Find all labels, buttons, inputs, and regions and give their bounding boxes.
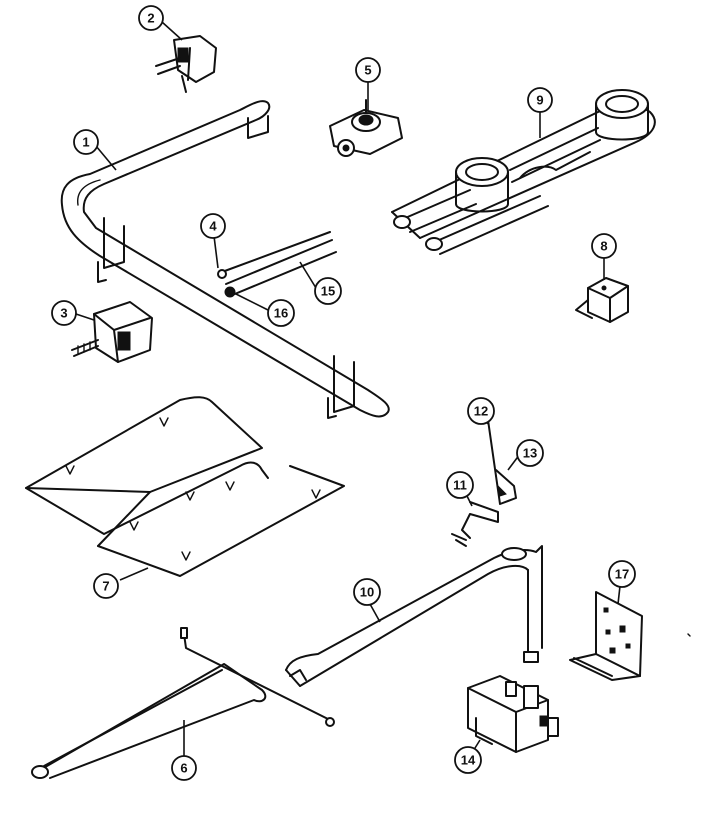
callout-label: 3: [60, 306, 67, 321]
part-13-clip[interactable]: [495, 469, 517, 505]
callout-1[interactable]: 1: [73, 129, 99, 155]
callout-label: 16: [274, 306, 288, 321]
callout-17[interactable]: 17: [608, 560, 636, 588]
part-7-shield[interactable]: [25, 396, 345, 577]
callout-label: 4: [209, 219, 217, 234]
part-3-control-valve[interactable]: [71, 301, 153, 363]
part-11-bracket[interactable]: [451, 501, 499, 547]
callout-label: 2: [147, 11, 154, 26]
callout-label: 1: [82, 135, 89, 150]
callout-label: 15: [321, 284, 335, 299]
part-9-burner-assembly[interactable]: [391, 89, 656, 255]
callout-label: 9: [536, 93, 543, 108]
callout-5[interactable]: 5: [355, 57, 381, 83]
part-2-valve[interactable]: [155, 35, 217, 93]
callout-4[interactable]: 4: [200, 213, 226, 239]
callout-label: 5: [364, 63, 371, 78]
part-14-safety-valve[interactable]: [467, 675, 559, 753]
part-16-fitting[interactable]: [224, 286, 236, 298]
part-15-tube[interactable]: [221, 231, 337, 297]
part-4-fitting[interactable]: [217, 269, 227, 279]
callout-label: 6: [180, 761, 187, 776]
part-6-thermocouple[interactable]: [31, 627, 335, 779]
part-1-manifold-pipe[interactable]: [60, 100, 390, 419]
callout-8[interactable]: 8: [591, 233, 617, 259]
callout-label: 13: [523, 446, 537, 461]
part-10-burner-tube[interactable]: [285, 545, 543, 687]
callout-13[interactable]: 13: [516, 439, 544, 467]
callout-label: 14: [461, 753, 476, 768]
callout-15[interactable]: 15: [314, 277, 342, 305]
callout-10[interactable]: 10: [353, 578, 381, 606]
part-12-igniter-lead[interactable]: [487, 419, 497, 477]
callout-7[interactable]: 7: [93, 573, 119, 599]
part-17-plate[interactable]: [569, 591, 691, 681]
callout-12[interactable]: 12: [467, 397, 495, 425]
callout-label: 11: [453, 478, 467, 493]
callout-label: 17: [615, 567, 629, 582]
callout-9[interactable]: 9: [527, 87, 553, 113]
callout-3[interactable]: 3: [51, 300, 77, 326]
callout-label: 8: [600, 239, 607, 254]
callout-2[interactable]: 2: [138, 5, 164, 31]
callout-11[interactable]: 11: [446, 471, 474, 499]
callout-label: 7: [102, 579, 109, 594]
callout-label: 12: [474, 404, 488, 419]
callout-6[interactable]: 6: [171, 755, 197, 781]
part-8-bracket[interactable]: [575, 277, 629, 323]
callout-16[interactable]: 16: [267, 299, 295, 327]
part-5-regulator[interactable]: [329, 99, 403, 157]
callout-14[interactable]: 14: [454, 746, 482, 774]
callout-label: 10: [360, 585, 374, 600]
